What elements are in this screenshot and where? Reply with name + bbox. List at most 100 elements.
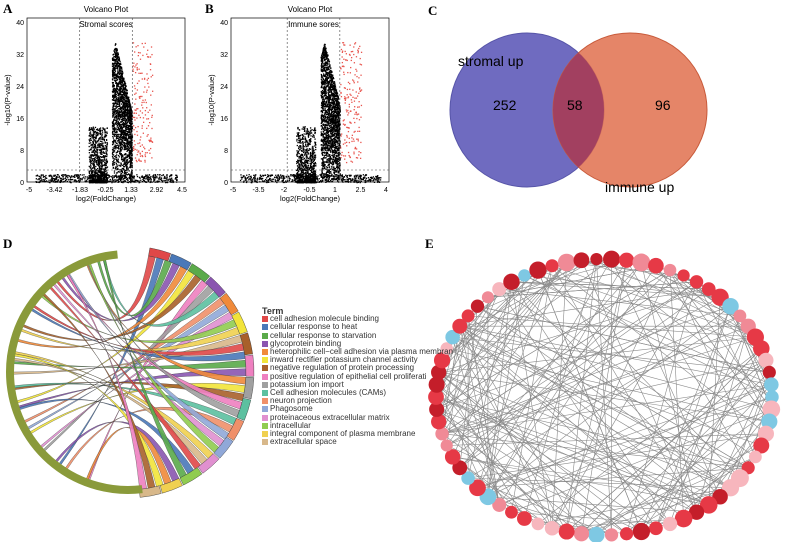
point [44, 180, 47, 183]
point [113, 114, 115, 116]
x-tick-label: -3.42 [47, 187, 63, 194]
point [106, 177, 109, 179]
point [121, 107, 124, 109]
point [124, 162, 126, 164]
point [134, 144, 136, 146]
point [95, 132, 97, 134]
point [330, 181, 332, 183]
x-tick-label: -1.83 [72, 187, 88, 194]
point [46, 177, 48, 180]
point [149, 181, 151, 183]
point [112, 147, 114, 149]
point [112, 97, 115, 99]
point [117, 59, 120, 61]
point [123, 123, 126, 125]
point [324, 98, 327, 100]
point [99, 130, 102, 133]
point [334, 171, 336, 173]
point [116, 172, 118, 174]
point [129, 145, 132, 148]
point [101, 140, 103, 143]
point [157, 174, 159, 176]
point [151, 114, 153, 117]
point [123, 148, 125, 151]
point [124, 82, 126, 84]
point [130, 132, 132, 134]
point [97, 161, 99, 164]
point [97, 156, 99, 158]
point [327, 84, 329, 86]
point [333, 149, 336, 151]
point [157, 180, 159, 182]
point [338, 156, 340, 159]
point [118, 101, 120, 103]
point [127, 128, 130, 130]
point [336, 92, 338, 94]
point [95, 180, 97, 183]
point [93, 171, 96, 173]
point [116, 128, 118, 131]
point [98, 174, 100, 176]
point [52, 180, 55, 182]
point [120, 134, 122, 136]
point [121, 75, 123, 77]
point [98, 160, 100, 163]
point [41, 178, 43, 181]
point [322, 134, 324, 136]
point [136, 149, 138, 151]
point [134, 109, 136, 111]
point [98, 168, 101, 170]
point [130, 139, 132, 141]
point [138, 158, 140, 160]
point [121, 95, 123, 98]
point [324, 119, 326, 122]
point [131, 114, 133, 117]
point [306, 150, 309, 152]
point [117, 168, 119, 170]
point [96, 150, 99, 152]
point [323, 54, 325, 57]
point [333, 81, 336, 83]
point [40, 175, 42, 177]
point [129, 166, 131, 169]
point [328, 142, 330, 144]
point [119, 101, 121, 103]
point [115, 81, 117, 84]
point [128, 118, 130, 120]
point [328, 100, 330, 103]
point [119, 78, 121, 80]
point [304, 146, 306, 148]
point [94, 175, 96, 177]
point [121, 113, 124, 115]
point [97, 176, 100, 178]
point [327, 173, 329, 176]
point [113, 56, 116, 58]
point [114, 89, 116, 92]
point [94, 126, 97, 129]
point [62, 181, 65, 183]
point [97, 178, 99, 181]
point [119, 77, 121, 79]
point [112, 67, 114, 70]
point [114, 80, 116, 83]
point [116, 118, 118, 120]
point [302, 173, 305, 175]
point [112, 125, 114, 127]
point [310, 130, 312, 132]
point [127, 167, 129, 169]
point [136, 154, 138, 156]
point [126, 165, 128, 168]
point [55, 180, 57, 182]
point [336, 168, 339, 170]
point [175, 174, 178, 177]
point [100, 144, 103, 146]
point [89, 159, 92, 162]
point [112, 167, 114, 169]
point [306, 140, 308, 142]
point [281, 175, 283, 177]
point [120, 71, 122, 73]
point [119, 150, 122, 152]
point [312, 160, 315, 163]
point [159, 176, 161, 178]
point [132, 70, 135, 72]
